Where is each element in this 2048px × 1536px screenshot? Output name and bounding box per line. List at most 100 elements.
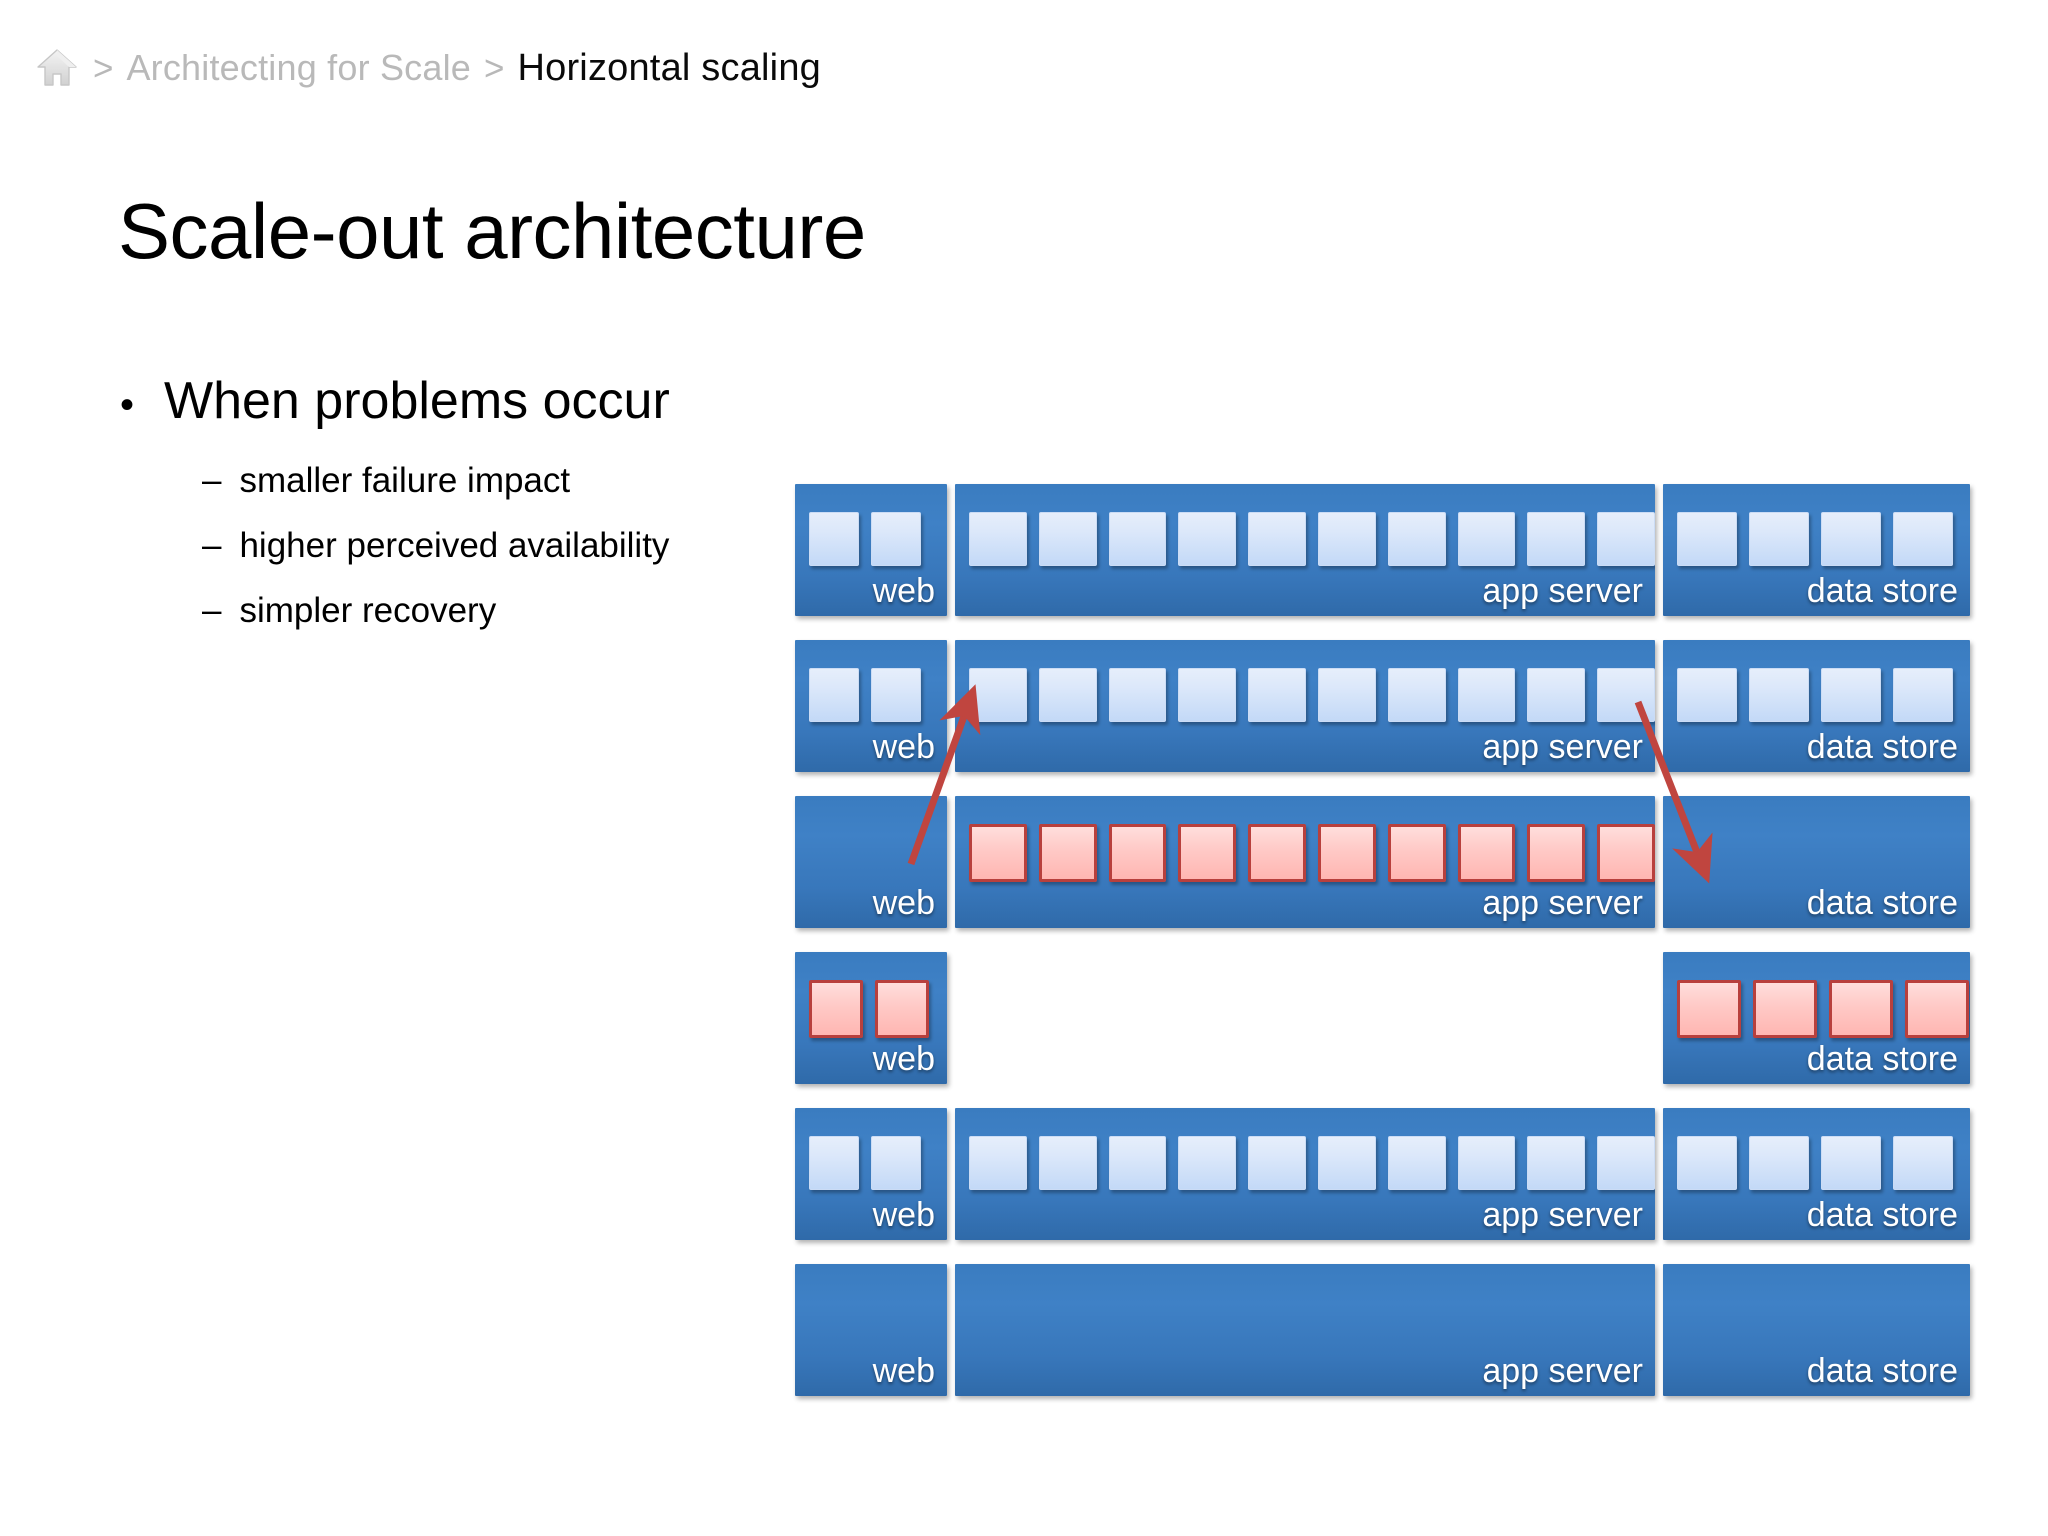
unit-ok[interactable] <box>1108 1136 1167 1190</box>
unit-failed[interactable] <box>1905 980 1969 1038</box>
unit-strip <box>955 668 1655 722</box>
panel-web-row5[interactable]: web <box>795 1108 947 1240</box>
panel-label-app: app server <box>1482 1196 1643 1234</box>
unit-ok[interactable] <box>1597 1136 1655 1190</box>
unit-failed[interactable] <box>1317 824 1376 882</box>
unit-ok[interactable] <box>1677 512 1737 566</box>
unit-ok[interactable] <box>1893 668 1953 722</box>
panel-store-row6[interactable]: data store <box>1663 1264 1970 1396</box>
unit-ok[interactable] <box>1248 1136 1306 1190</box>
unit-ok[interactable] <box>871 1136 921 1190</box>
unit-ok[interactable] <box>1821 1136 1881 1190</box>
unit-ok[interactable] <box>1597 512 1655 566</box>
unit-failed[interactable] <box>1753 980 1817 1038</box>
unit-ok[interactable] <box>1248 512 1306 566</box>
unit-ok[interactable] <box>1527 668 1586 722</box>
panel-web-row4[interactable]: web <box>795 952 947 1084</box>
unit-ok[interactable] <box>1749 668 1809 722</box>
unit-ok[interactable] <box>1597 668 1655 722</box>
unit-failed[interactable] <box>1178 824 1237 882</box>
unit-ok[interactable] <box>1821 512 1881 566</box>
unit-ok[interactable] <box>809 1136 859 1190</box>
panel-label-store: data store <box>1806 1352 1958 1390</box>
panel-app-row1[interactable]: app server <box>955 484 1655 616</box>
unit-ok[interactable] <box>1317 512 1376 566</box>
unit-failed[interactable] <box>1387 824 1446 882</box>
unit-failed[interactable] <box>1248 824 1306 882</box>
unit-ok[interactable] <box>1108 512 1167 566</box>
unit-ok[interactable] <box>1317 668 1376 722</box>
panel-store-row2[interactable]: data store <box>1663 640 1970 772</box>
unit-ok[interactable] <box>1893 1136 1953 1190</box>
unit-failed[interactable] <box>1829 980 1893 1038</box>
panel-label-web: web <box>872 884 935 922</box>
panel-store-row5[interactable]: data store <box>1663 1108 1970 1240</box>
home-icon[interactable] <box>34 45 80 91</box>
unit-failed[interactable] <box>1597 824 1655 882</box>
unit-ok[interactable] <box>1821 668 1881 722</box>
unit-ok[interactable] <box>871 668 921 722</box>
unit-ok[interactable] <box>969 512 1027 566</box>
panel-label-store: data store <box>1806 884 1958 922</box>
unit-ok[interactable] <box>1457 1136 1516 1190</box>
unit-ok[interactable] <box>1457 668 1516 722</box>
panel-app-row2[interactable]: app server <box>955 640 1655 772</box>
unit-strip <box>1663 980 1970 1038</box>
unit-ok[interactable] <box>1677 1136 1737 1190</box>
unit-ok[interactable] <box>1677 668 1737 722</box>
unit-failed[interactable] <box>969 824 1027 882</box>
unit-ok[interactable] <box>1387 512 1446 566</box>
sub-bullet-2: – higher perceived availability <box>202 528 880 563</box>
unit-ok[interactable] <box>969 1136 1027 1190</box>
unit-ok[interactable] <box>1038 668 1097 722</box>
unit-ok[interactable] <box>1749 512 1809 566</box>
panel-label-store: data store <box>1806 1196 1958 1234</box>
unit-failed[interactable] <box>1527 824 1586 882</box>
unit-ok[interactable] <box>1527 1136 1586 1190</box>
unit-ok[interactable] <box>1108 668 1167 722</box>
unit-failed[interactable] <box>875 980 929 1038</box>
panel-app-row6[interactable]: app server <box>955 1264 1655 1396</box>
panel-label-web: web <box>872 1040 935 1078</box>
unit-ok[interactable] <box>1457 512 1516 566</box>
breadcrumb-parent[interactable]: Architecting for Scale <box>126 47 472 88</box>
unit-failed[interactable] <box>1677 980 1741 1038</box>
panel-web-row1[interactable]: web <box>795 484 947 616</box>
unit-ok[interactable] <box>871 512 921 566</box>
unit-ok[interactable] <box>1387 1136 1446 1190</box>
panel-web-row6[interactable]: web <box>795 1264 947 1396</box>
bullet-marker: • <box>120 383 135 427</box>
panel-label-store: data store <box>1806 728 1958 766</box>
unit-ok[interactable] <box>1248 668 1306 722</box>
unit-ok[interactable] <box>1527 512 1586 566</box>
unit-strip <box>955 824 1655 882</box>
unit-ok[interactable] <box>1387 668 1446 722</box>
unit-ok[interactable] <box>1178 512 1237 566</box>
unit-failed[interactable] <box>1038 824 1097 882</box>
panel-app-row5[interactable]: app server <box>955 1108 1655 1240</box>
unit-ok[interactable] <box>1178 1136 1237 1190</box>
panel-web-row2[interactable]: web <box>795 640 947 772</box>
unit-failed[interactable] <box>809 980 863 1038</box>
unit-failed[interactable] <box>1108 824 1167 882</box>
panel-store-row1[interactable]: data store <box>1663 484 1970 616</box>
panel-label-web: web <box>872 728 935 766</box>
unit-ok[interactable] <box>1038 1136 1097 1190</box>
panel-app-row3[interactable]: app server <box>955 796 1655 928</box>
unit-ok[interactable] <box>809 668 859 722</box>
unit-ok[interactable] <box>969 668 1027 722</box>
unit-ok[interactable] <box>809 512 859 566</box>
unit-ok[interactable] <box>1317 1136 1376 1190</box>
unit-ok[interactable] <box>1038 512 1097 566</box>
unit-ok[interactable] <box>1893 512 1953 566</box>
panel-store-row3[interactable]: data store <box>1663 796 1970 928</box>
unit-ok[interactable] <box>1178 668 1237 722</box>
panel-web-row3[interactable]: web <box>795 796 947 928</box>
unit-ok[interactable] <box>1749 1136 1809 1190</box>
bullet-level1-label: When problems occur <box>164 372 670 430</box>
unit-strip <box>1663 1136 1970 1190</box>
unit-strip <box>795 980 947 1038</box>
unit-strip <box>795 512 947 566</box>
unit-failed[interactable] <box>1457 824 1516 882</box>
panel-store-row4[interactable]: data store <box>1663 952 1970 1084</box>
